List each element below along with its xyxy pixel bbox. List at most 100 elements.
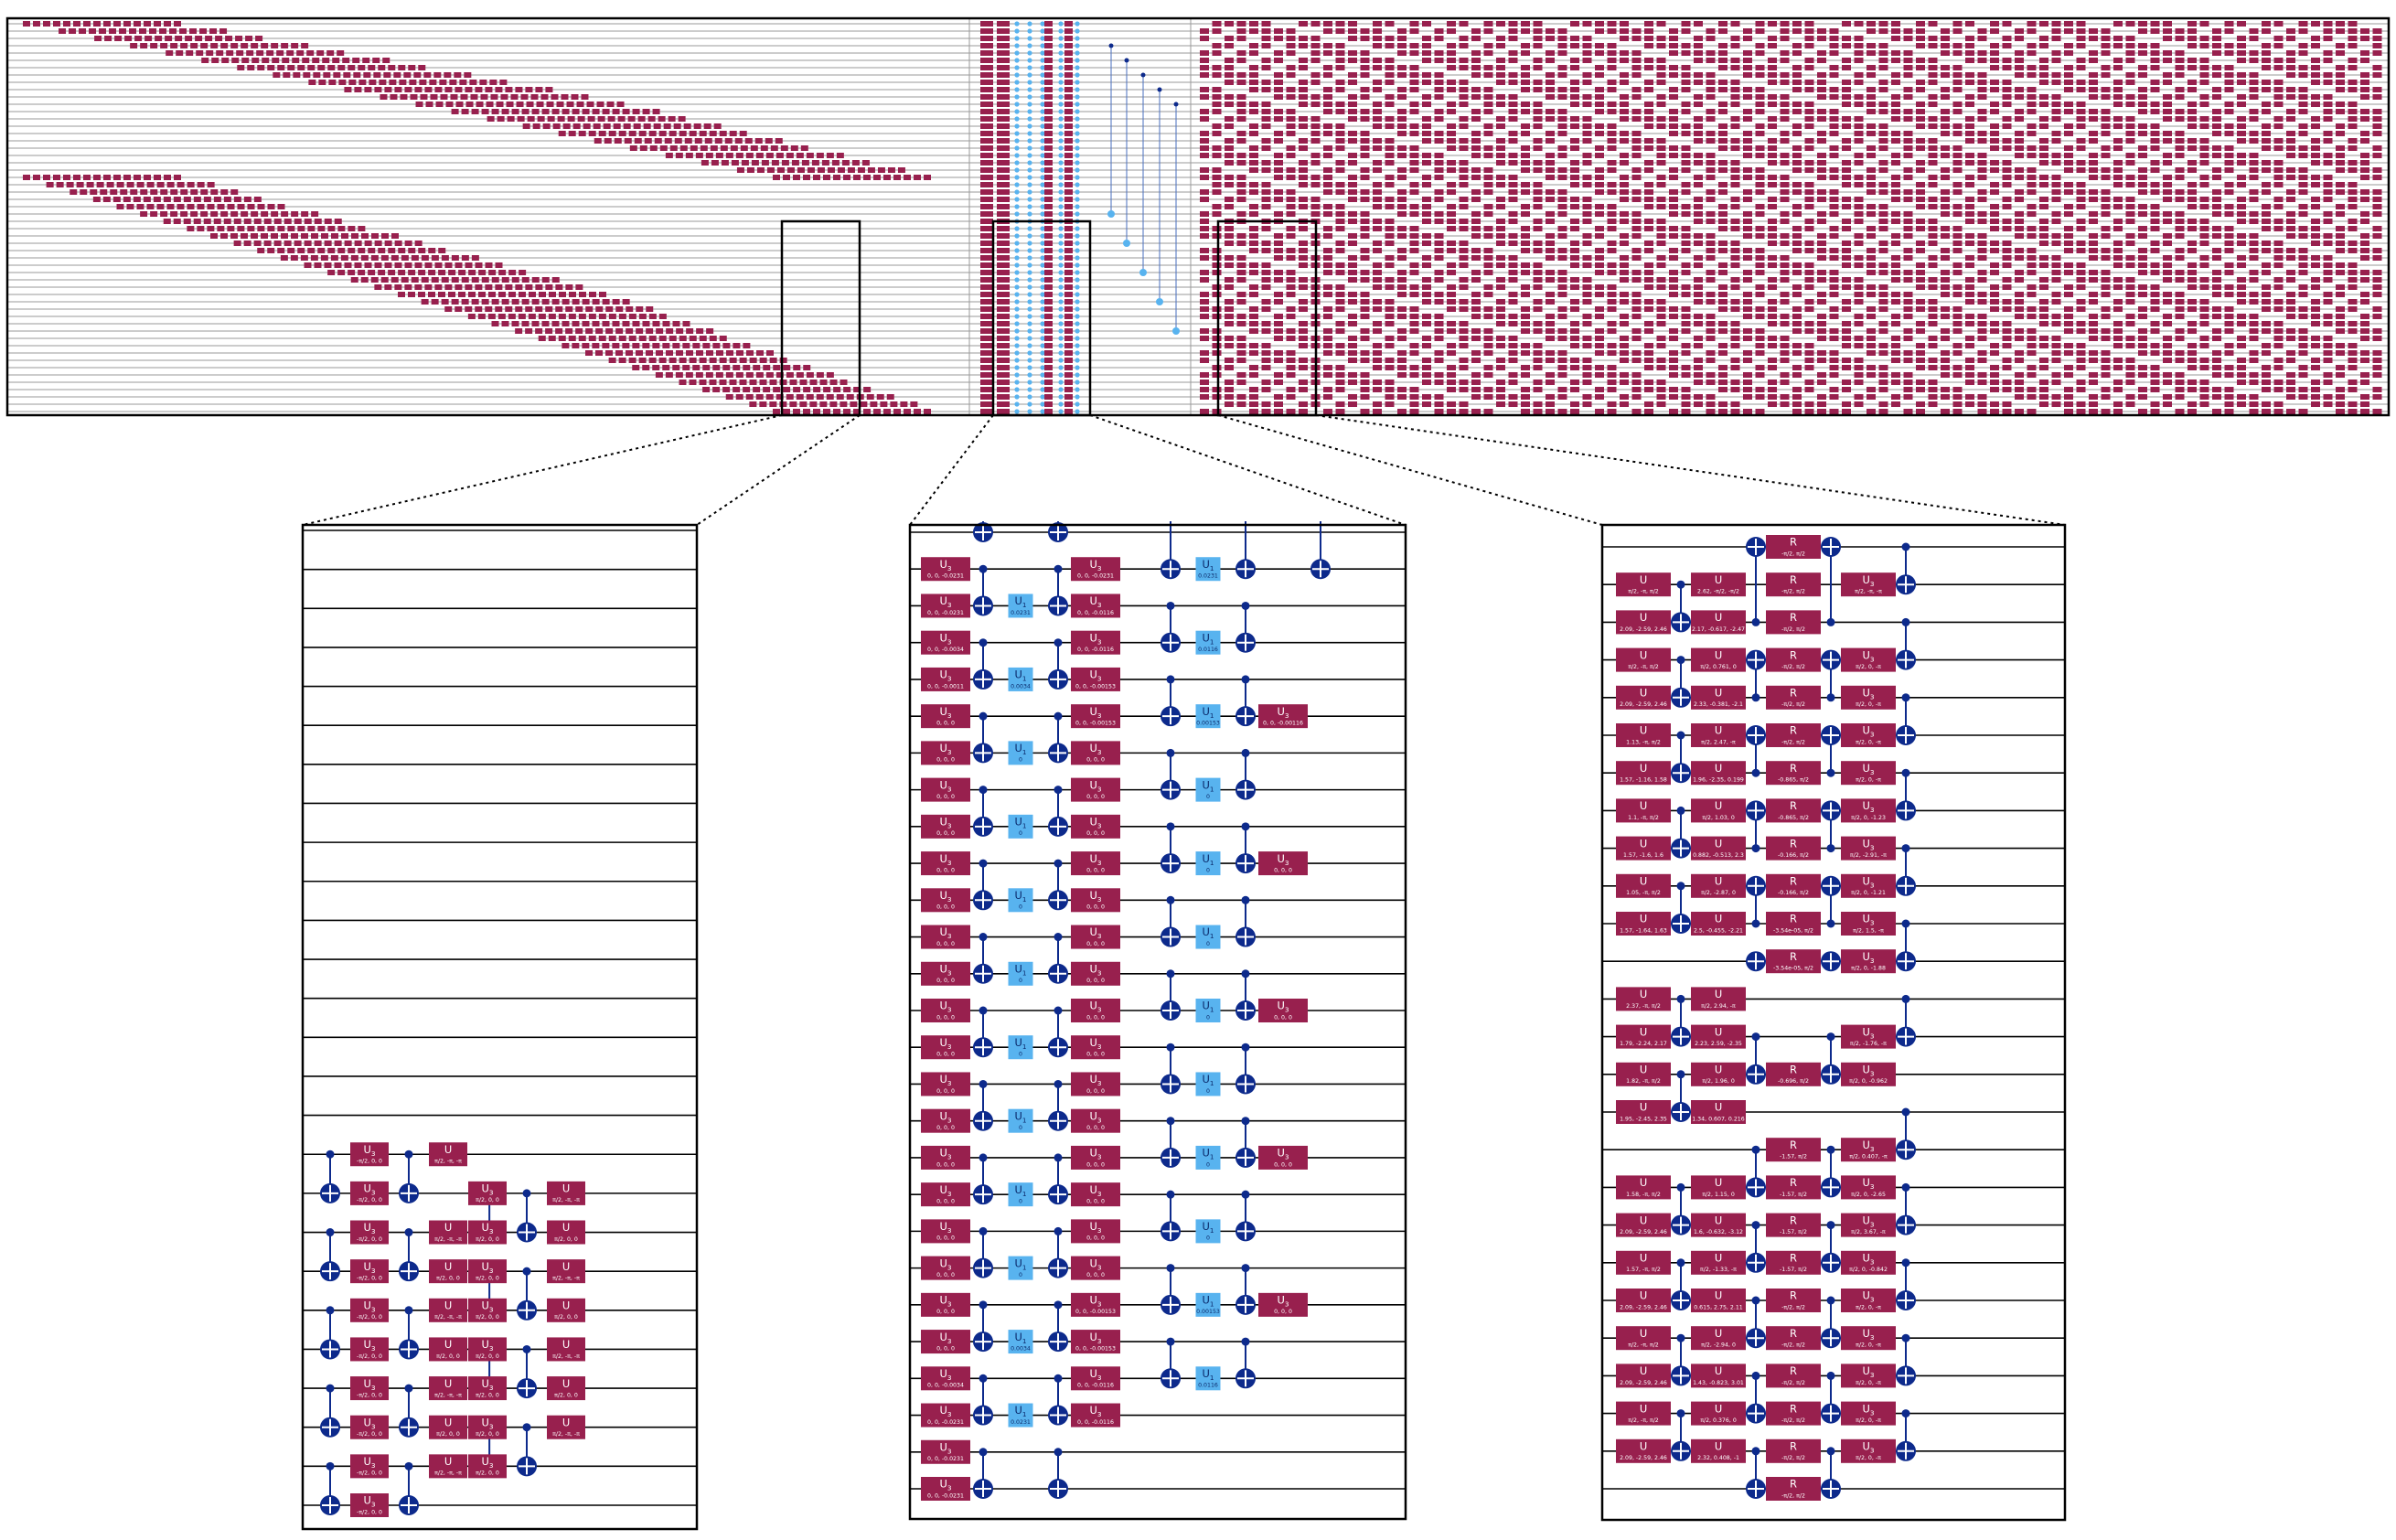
overview-gate xyxy=(220,211,228,217)
overview-gate xyxy=(2052,160,2061,166)
overview-gate xyxy=(1805,241,1814,246)
overview-gate xyxy=(1718,211,1727,217)
overview-gate xyxy=(1657,145,1666,151)
overview-gate xyxy=(1953,211,1963,217)
overview-gate xyxy=(1792,284,1802,290)
overview-blue-gate xyxy=(1058,284,1063,289)
overview-gate xyxy=(980,138,993,144)
overview-gate xyxy=(924,409,931,414)
overview-gate xyxy=(1694,314,1703,319)
overview-gate xyxy=(284,219,292,224)
overview-gate xyxy=(423,72,431,78)
overview-gate xyxy=(2200,284,2209,290)
overview-gate xyxy=(293,72,300,78)
overview-gate xyxy=(2348,43,2358,48)
overview-gate xyxy=(1534,270,1543,275)
overview-gate xyxy=(1792,226,1802,231)
overview-gate xyxy=(127,182,134,187)
overview-gate xyxy=(1929,21,1938,27)
overview-gate xyxy=(154,197,161,202)
overview-gate xyxy=(1249,189,1258,195)
overview-gate xyxy=(1891,153,1900,158)
overview-gate xyxy=(1435,372,1444,378)
overview-gate xyxy=(2237,358,2246,363)
overview-gate xyxy=(1583,175,1592,180)
overview-gate xyxy=(1855,299,1864,305)
overview-gate xyxy=(1064,233,1073,239)
overview-gate xyxy=(1718,321,1727,326)
overview-gate xyxy=(401,277,409,283)
overview-gate xyxy=(997,145,1010,151)
overview-gate xyxy=(1965,197,1974,202)
overview-gate xyxy=(1274,233,1283,239)
overview-gate xyxy=(1731,182,1740,187)
overview-gate xyxy=(2225,328,2234,334)
overview-gate xyxy=(1287,277,1296,283)
overview-gate xyxy=(1064,401,1073,407)
overview-gate xyxy=(1064,65,1073,70)
overview-gate xyxy=(1373,350,1382,356)
overview-gate xyxy=(1941,189,1950,195)
overview-gate xyxy=(2089,292,2098,297)
overview-gate xyxy=(1867,43,1876,48)
overview-gate xyxy=(1299,102,1308,107)
overview-gate xyxy=(2274,241,2284,246)
overview-gate xyxy=(1953,226,1963,231)
overview-blue-gate xyxy=(1014,65,1019,70)
overview-gate xyxy=(1546,277,1555,283)
overview-gate xyxy=(1644,321,1653,326)
overview-blue-gate xyxy=(1027,248,1032,252)
overview-gate xyxy=(1435,36,1444,41)
overview-blue-gate xyxy=(1027,401,1032,406)
overview-gate xyxy=(1990,58,1999,63)
overview-gate xyxy=(679,380,687,385)
overview-gate xyxy=(1336,160,1345,166)
overview-gate xyxy=(722,160,729,166)
overview-gate xyxy=(292,58,299,63)
overview-gate xyxy=(1225,21,1234,27)
overview-gate xyxy=(2360,350,2369,356)
overview-gate xyxy=(1916,350,1925,356)
overview-gate xyxy=(220,43,228,48)
overview-gate xyxy=(1287,189,1296,195)
overview-gate xyxy=(1657,153,1666,158)
overview-gate xyxy=(1768,226,1777,231)
overview-gate xyxy=(1534,65,1543,70)
overview-gate xyxy=(2360,80,2369,85)
overview-gate xyxy=(507,102,514,107)
overview-blue-gate xyxy=(1027,336,1032,340)
overview-gate xyxy=(613,109,620,114)
overview-blue-gate xyxy=(1058,160,1063,165)
overview-gate xyxy=(1620,131,1629,136)
overview-gate xyxy=(2299,123,2308,129)
overview-gate xyxy=(1805,321,1814,326)
overview-gate xyxy=(542,277,550,283)
overview-gate xyxy=(53,21,60,27)
overview-gate xyxy=(623,299,630,305)
overview-gate xyxy=(997,138,1010,144)
overview-gate xyxy=(1422,160,1431,166)
overview-gate xyxy=(1644,87,1653,92)
overview-gate xyxy=(1422,219,1431,224)
overview-gate xyxy=(1570,241,1579,246)
overview-gate xyxy=(1447,211,1456,217)
overview-gate xyxy=(1397,109,1407,114)
overview-gate xyxy=(1521,102,1530,107)
overview-gate xyxy=(2237,372,2246,378)
overview-gate xyxy=(2187,358,2197,363)
overview-gate xyxy=(1706,175,1716,180)
overview-gate xyxy=(2262,43,2271,48)
overview-gate xyxy=(2373,153,2382,158)
overview-gate xyxy=(1595,365,1604,370)
overview-gate xyxy=(525,306,532,312)
overview-gate xyxy=(997,189,1010,195)
overview-gate xyxy=(756,153,764,158)
overview-gate xyxy=(622,343,629,348)
overview-gate xyxy=(1262,299,1271,305)
overview-gate xyxy=(1682,21,1691,27)
overview-blue-gate xyxy=(1058,50,1063,55)
overview-gate xyxy=(2299,365,2308,370)
overview-gate xyxy=(643,321,650,326)
overview-gate xyxy=(1044,241,1053,246)
overview-gate xyxy=(682,343,690,348)
